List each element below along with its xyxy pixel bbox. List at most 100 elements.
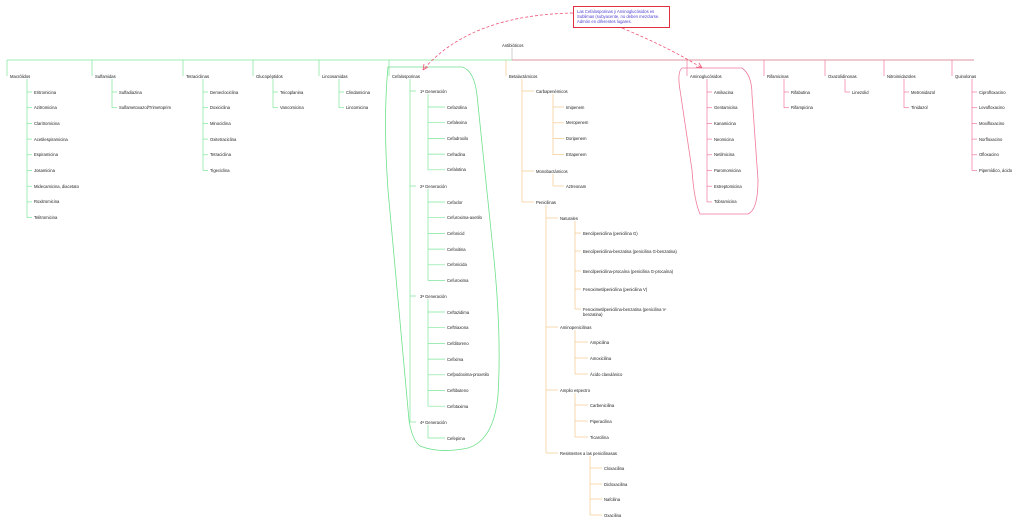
- category-aminoglucosidos[interactable]: Aminoglucósidos: [690, 73, 722, 79]
- quinolonas-item[interactable]: Pipemídico, ácido: [979, 168, 1013, 173]
- naturales-item[interactable]: Bencilpenicilina (penicilina G): [583, 230, 638, 236]
- carbapenemicos-item[interactable]: Doripenem: [566, 136, 587, 142]
- tetraciclinas-item[interactable]: Doxiciclina: [210, 105, 231, 111]
- macrolidos-item[interactable]: Eritromicina: [34, 89, 57, 95]
- aminopenicilinas-item[interactable]: Ácido clavulánico: [590, 371, 623, 377]
- gen1-item[interactable]: Cefradina: [447, 151, 466, 157]
- aminoglucosidos-item[interactable]: Paromomicina: [714, 168, 741, 173]
- carbapenemicos-item[interactable]: Meropenem: [566, 120, 589, 126]
- gen3-item[interactable]: Cefixima: [447, 356, 464, 362]
- gen2-item[interactable]: Cefonicid: [447, 230, 465, 236]
- nitroimidazoles-item[interactable]: Metronidazol: [911, 89, 935, 95]
- tetraciclinas-item[interactable]: Tetraciclina: [210, 152, 231, 158]
- quinolonas-item[interactable]: Ofloxacino: [979, 152, 999, 158]
- gen2-item[interactable]: Cefoxitina: [447, 246, 466, 252]
- aminoglucosidos-item[interactable]: Netilmicina: [714, 152, 735, 158]
- aminopenicilinas-item[interactable]: Amoxicilina: [590, 355, 612, 361]
- category-rifamicinas[interactable]: Rifamicinas: [767, 73, 789, 79]
- oxazolidinonas-item[interactable]: Linezolid: [852, 89, 869, 95]
- macrolidos-item[interactable]: Josamicina: [34, 168, 55, 173]
- lincosamidas-item[interactable]: Lincomicina: [346, 105, 369, 111]
- aminoglucosidos-item[interactable]: Kanamicina: [714, 120, 736, 126]
- gen3-item[interactable]: Ceftazidima: [447, 309, 470, 315]
- gen2-item[interactable]: Cefonicida: [447, 262, 467, 268]
- aminopenicilinas-item[interactable]: Ampicilina: [590, 339, 610, 345]
- macrolidos-item[interactable]: Acetilespiramicina: [34, 136, 68, 142]
- gen3-item[interactable]: Ceftriaxona: [447, 325, 469, 331]
- gen2-item[interactable]: Cefuroxima-axetilo: [447, 215, 482, 221]
- aminoglucosidos-item[interactable]: Gentamicina: [714, 105, 738, 111]
- cefalosporinas-gen1[interactable]: 1ª Generación: [420, 88, 447, 94]
- amplio-item[interactable]: Ticarcilina: [590, 434, 609, 440]
- category-macrolidos[interactable]: Macrólidos: [10, 73, 31, 79]
- penicilinas[interactable]: Penicilinas: [536, 199, 557, 205]
- macrolidos-item[interactable]: Roxitromicina: [34, 199, 60, 205]
- category-quinolonas[interactable]: Quinolonas: [955, 73, 977, 79]
- cefalosporinas-gen3[interactable]: 3ª Generación: [420, 293, 447, 299]
- tetraciclinas-item[interactable]: Minociclina: [210, 120, 231, 126]
- quinolonas-item[interactable]: Moxifloxacino: [979, 120, 1005, 126]
- sulfamidas-item[interactable]: Sulfametoxazol/Trimetoprim: [119, 105, 171, 111]
- category-glucopeptidos[interactable]: Glucopéptidos: [256, 73, 283, 79]
- category-betalactamicos[interactable]: Betalactámicos: [509, 73, 538, 79]
- macrolidos-item[interactable]: Claritromicina: [34, 120, 60, 126]
- cefalosporinas-gen2[interactable]: 2ª Generación: [420, 183, 447, 189]
- gen1-item[interactable]: Cefalotina: [447, 167, 466, 173]
- category-sulfamidas[interactable]: Sulfamidas: [95, 73, 116, 79]
- category-oxazolidinonas[interactable]: Oxazolidinonas: [828, 73, 857, 79]
- carbapenemicos[interactable]: Carbapenémicos: [536, 88, 568, 94]
- naturales-item[interactable]: Bencilpenicilina-procaína (penicilina G-…: [583, 268, 674, 274]
- glucopeptidos-item[interactable]: Teicoplanina: [280, 89, 304, 95]
- carbapenemicos-item[interactable]: Imipenem: [566, 104, 585, 110]
- aminoglucosidos-item[interactable]: Estreptomicina: [714, 183, 742, 189]
- nitroimidazoles-item[interactable]: Tinidazol: [911, 105, 928, 111]
- gen4-item[interactable]: Cefepima: [447, 435, 465, 441]
- tetraciclinas-item[interactable]: Tigeciclina: [210, 168, 230, 173]
- amplio-item[interactable]: Carbenicilina: [590, 402, 615, 408]
- carbapenemicos-item[interactable]: Ertapenem: [566, 151, 587, 157]
- gen3-item[interactable]: Cefditoreno: [447, 340, 469, 346]
- gen1-item[interactable]: Cefalexina: [447, 120, 467, 126]
- macrolidos-item[interactable]: Midecamicina, diacetato: [34, 183, 79, 189]
- resistentes-item[interactable]: Oxacilina: [604, 512, 622, 518]
- gen3-item[interactable]: Ceftibuteno: [447, 388, 469, 393]
- amplio-item[interactable]: Piperacilina: [590, 418, 612, 424]
- monobactamicos-item[interactable]: Aztreonam: [566, 183, 587, 189]
- resistentes-item[interactable]: Cloxacilina: [604, 465, 625, 471]
- macrolidos-item[interactable]: Espiramicina: [34, 152, 58, 158]
- resistentes-item[interactable]: Nafcilina: [604, 496, 621, 502]
- category-nitroimidazoles[interactable]: Nitroimidazoles: [887, 73, 916, 79]
- penicilinas-aminopenicilinas[interactable]: Aminopenicilinas: [560, 324, 592, 330]
- rifamicinas-item[interactable]: Rifabutina: [791, 89, 810, 95]
- macrolidos-item[interactable]: Azitromicina: [34, 105, 57, 111]
- category-cefalosporinas[interactable]: Cefalosporinas: [392, 73, 420, 79]
- cefalosporinas-gen4[interactable]: 4ª Generación: [420, 419, 447, 425]
- lincosamidas-item[interactable]: Clindamicina: [346, 89, 370, 95]
- quinolonas-item[interactable]: Levofloxacino: [979, 105, 1005, 111]
- naturales-item[interactable]: Bencilpenicilina-benzatina (penicilina G…: [583, 248, 677, 254]
- penicilinas-amplio[interactable]: Amplio espectro: [560, 387, 591, 393]
- quinolonas-item[interactable]: Norfloxacino: [979, 136, 1003, 142]
- aminoglucosidos-item[interactable]: Amikacina: [714, 89, 734, 95]
- monobactamicos[interactable]: Monobactámicos: [536, 168, 568, 174]
- category-tetraciclinas[interactable]: Tetraciclinas: [186, 73, 210, 79]
- rifamicinas-item[interactable]: Rifampicina: [791, 105, 813, 111]
- naturales-item[interactable]: Fenoximetilpenicilina-benzatina (penicil…: [583, 306, 667, 317]
- category-lincosamidas[interactable]: Lincosamidas: [322, 73, 348, 79]
- gen2-item[interactable]: Cefuroxima: [447, 278, 469, 283]
- root-node[interactable]: Antibióticos: [502, 43, 524, 48]
- gen2-item[interactable]: Cefaclor: [447, 199, 463, 205]
- gen3-item[interactable]: Cefotaxima: [447, 403, 469, 409]
- macrolidos-item[interactable]: Telitromicina: [34, 215, 58, 221]
- resistentes-item[interactable]: Dicloxacilina: [604, 481, 628, 487]
- glucopeptidos-item[interactable]: Vancomicina: [280, 105, 304, 111]
- gen1-item[interactable]: Cefadroxilo: [447, 135, 469, 141]
- tetraciclinas-item[interactable]: Demeclociclina: [210, 89, 239, 95]
- sulfamidas-item[interactable]: Sulfadiazina: [119, 89, 142, 95]
- penicilinas-resistentes[interactable]: Resistentes a las penicilinasas: [560, 450, 618, 456]
- aminoglucosidos-item[interactable]: Tobramicina: [714, 199, 737, 205]
- gen3-item[interactable]: Cefpodoxima-proxetilo: [447, 372, 489, 378]
- aminoglucosidos-item[interactable]: Neomicina: [714, 136, 734, 142]
- quinolonas-item[interactable]: Ciprofloxacino: [979, 89, 1006, 95]
- naturales-item[interactable]: Fenoximetilpenicilina (penicilina V): [583, 286, 648, 292]
